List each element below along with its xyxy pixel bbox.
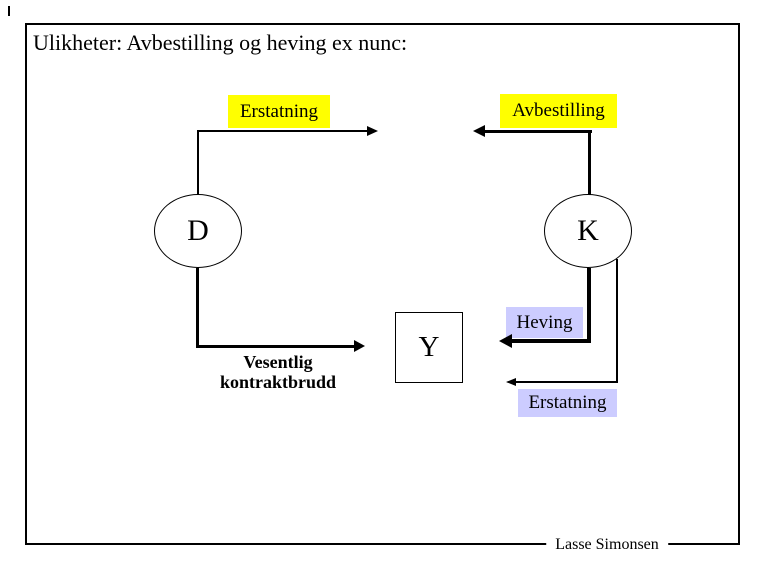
arrowhead-left <box>506 378 516 386</box>
arrowhead-right <box>367 126 378 136</box>
footer-credit: Lasse Simonsen <box>546 535 668 554</box>
label-vesentlig-line2: kontraktbrudd <box>219 372 337 392</box>
node-circle-k: K <box>544 194 632 268</box>
arrowhead-right <box>354 340 365 352</box>
line-segment-horizontal <box>516 381 617 383</box>
label-erstatning-top: Erstatning <box>228 95 330 128</box>
node-box-y: Y <box>395 312 463 383</box>
line-segment-horizontal <box>196 345 354 348</box>
label-avbestilling: Avbestilling <box>500 94 617 128</box>
slide-title: Ulikheter: Avbestilling og heving ex nun… <box>33 30 408 55</box>
line-segment-vertical <box>588 130 591 195</box>
line-segment-vertical <box>196 268 199 347</box>
node-circle-k-label: K <box>577 214 599 247</box>
line-segment-vertical <box>197 130 199 195</box>
label-erstatning-bottom: Erstatning <box>518 389 617 417</box>
line-segment-horizontal <box>512 339 591 343</box>
slide-frame-border <box>25 23 740 545</box>
line-segment-horizontal <box>485 130 592 133</box>
line-segment-horizontal <box>197 130 367 132</box>
label-vesentlig-line1: Vesentlig <box>243 352 313 372</box>
node-circle-d-label: D <box>187 214 209 247</box>
line-segment-vertical <box>587 268 591 343</box>
label-vesentlig-kontraktbrudd: Vesentlig kontraktbrudd <box>203 352 353 392</box>
arrowhead-left <box>473 125 485 137</box>
arrowhead-left <box>499 334 512 348</box>
stray-mark <box>8 6 10 16</box>
node-box-y-label: Y <box>418 331 440 363</box>
label-heving: Heving <box>506 307 583 338</box>
node-circle-d: D <box>154 194 242 268</box>
line-segment-vertical <box>616 259 618 383</box>
